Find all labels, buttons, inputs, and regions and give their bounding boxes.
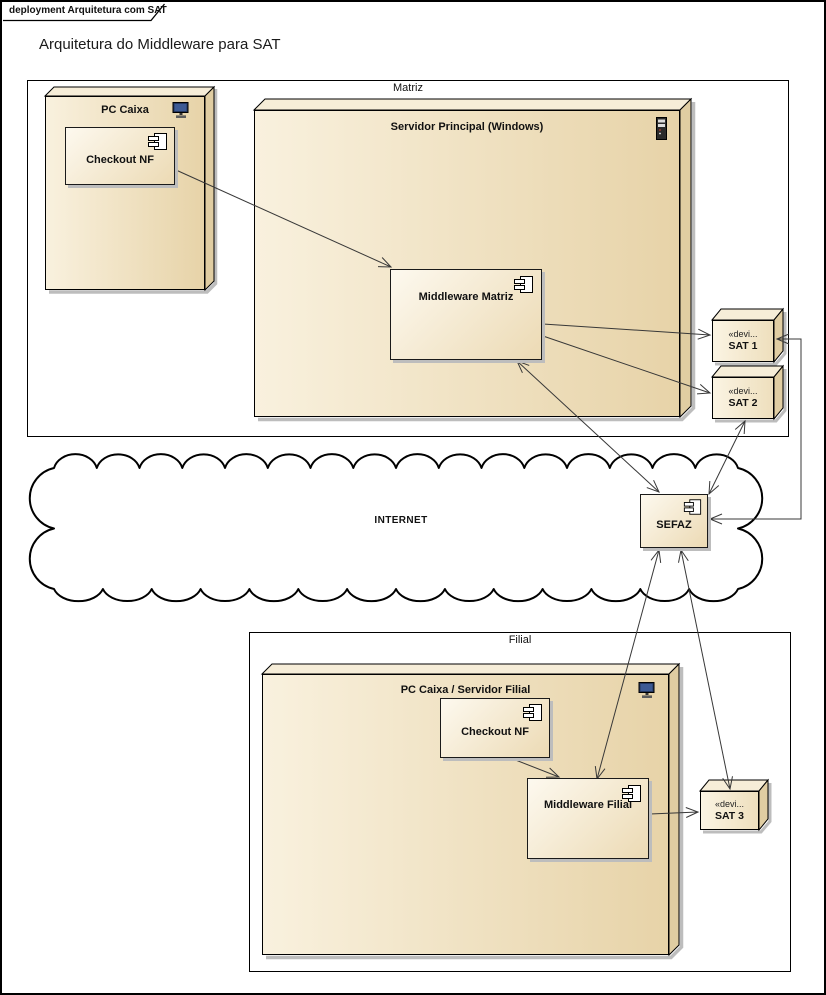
diagram-tab-label: deployment Arquitetura com SAT [9,5,167,16]
component-icon [514,276,533,293]
device-sat2: «devi... SAT 2 [712,377,774,419]
device-sat3: «devi... SAT 3 [700,791,759,830]
node-pc-caixa: PC Caixa [45,96,205,290]
frame-filial-label: Filial [508,634,532,646]
computer-icon [638,682,655,698]
node-servidor-principal-label: Servidor Principal (Windows) [390,121,544,133]
component-icon [148,133,167,150]
component-label: SEFAZ [656,519,692,531]
device-sat2-label: SAT 2 [728,397,758,410]
device-sat3-stereotype: «devi... [714,798,745,809]
device-sat1: «devi... SAT 1 [712,320,774,362]
component-label: Checkout NF [86,154,154,166]
internet-cloud-label: INTERNET [374,515,428,526]
diagram-title: Arquitetura do Middleware para SAT [39,36,281,53]
component-icon [523,704,542,721]
component-middleware-matriz: Middleware Matriz [390,269,542,360]
component-icon [683,499,702,515]
component-checkout-nf-matriz: Checkout NF [65,127,175,185]
device-sat3-label: SAT 3 [715,809,744,822]
computer-icon [172,102,189,118]
node-pc-caixa-filial-label: PC Caixa / Servidor Filial [400,684,531,696]
device-sat1-stereotype: «devi... [728,329,758,340]
component-checkout-nf-filial: Checkout NF [440,698,550,758]
frame-matriz: Matriz [27,80,789,437]
server-icon [656,117,667,140]
frame-filial: Filial [249,632,791,972]
node-servidor-principal: Servidor Principal (Windows) [254,110,680,417]
component-label: Checkout NF [461,726,529,738]
device-sat1-label: SAT 1 [728,340,758,353]
component-icon [622,785,641,802]
frame-matriz-label: Matriz [393,82,423,94]
device-sat2-stereotype: «devi... [728,386,758,397]
component-middleware-filial: Middleware Filial [527,778,649,859]
component-sefaz: SEFAZ [640,494,708,548]
